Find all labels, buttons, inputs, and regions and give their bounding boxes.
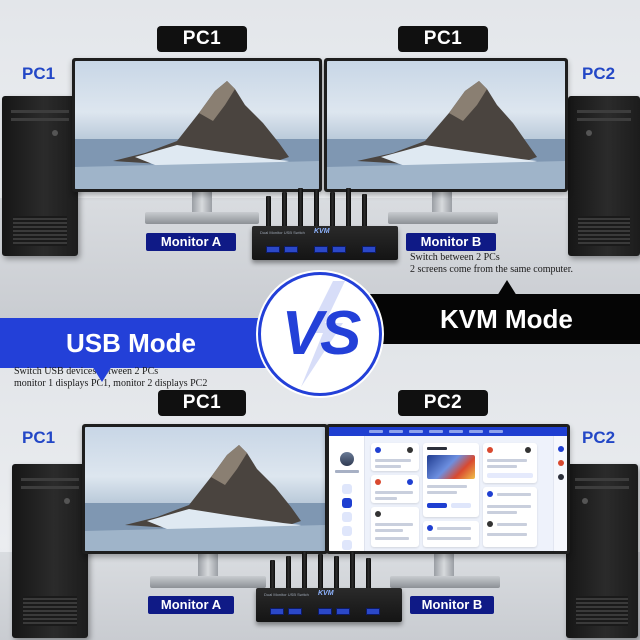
kvm-switch: KVM Dual Monitor USB Switch: [256, 588, 402, 622]
monitor-a-source-tag: PC1: [157, 26, 247, 52]
kvm-mode-scene: PC1 PC2 PC1 PC1: [0, 0, 640, 320]
monitor-a-base: [145, 212, 259, 224]
vs-text: VS: [281, 299, 362, 368]
monitor-a-source-tag: PC1: [158, 390, 246, 416]
monitor-b-base: [388, 212, 498, 224]
sidebar-icon-active: [342, 498, 352, 508]
dashboard-screen: [329, 427, 567, 551]
usb-mode-scene: PC1 PC2 PC1 PC2: [0, 320, 640, 640]
kvm-mode-banner: KVM Mode: [338, 294, 640, 344]
monitor-b-stand: [434, 552, 454, 580]
pc1-side-label: PC1: [22, 428, 56, 447]
monitor-b-base: [390, 576, 500, 588]
iceberg-wallpaper: [327, 81, 565, 189]
usb-mode-caption-line1: Switch USB devices between 2 PCs: [14, 366, 159, 377]
dashboard-rightbar: [553, 436, 567, 551]
monitor-b-label: Monitor B: [406, 233, 496, 251]
pc1-side-label: PC1: [22, 64, 56, 83]
monitor-a-label: Monitor A: [148, 596, 234, 614]
usb-mode-title: USB Mode: [66, 328, 196, 358]
monitor-a-label: Monitor A: [146, 233, 236, 251]
iceberg-wallpaper: [75, 81, 319, 189]
kvm-mode-caption-line1: Switch between 2 PCs: [410, 252, 500, 263]
sidebar-icon: [342, 540, 352, 550]
usb-mode-caption-line2: monitor 1 displays PC1, monitor 2 displa…: [14, 378, 208, 389]
kvm-switch: KVM Dual Monitor USB Switch: [252, 226, 398, 260]
monitor-b: [326, 424, 570, 554]
monitor-a-screen: [75, 61, 319, 189]
usb-mode-banner: USB Mode: [0, 318, 302, 368]
sidebar-icon: [342, 526, 352, 536]
pc1-tower: [12, 464, 88, 638]
iceberg-wallpaper: [85, 445, 325, 551]
monitor-a-stand: [192, 190, 212, 214]
monitor-b-source-tag: PC2: [398, 390, 488, 416]
monitor-b-source-tag: PC1: [398, 26, 488, 52]
kvm-mode-title: KVM Mode: [440, 304, 573, 334]
lightning-bolt-icon: [301, 281, 345, 387]
monitor-a-base: [150, 576, 266, 588]
monitor-b-label: Monitor B: [410, 596, 494, 614]
monitor-b: [324, 58, 568, 192]
sidebar-icon: [342, 512, 352, 522]
monitor-a: [72, 58, 322, 192]
pc2-tower: [566, 464, 638, 638]
sidebar-icon: [342, 484, 352, 494]
pc2-tower: [568, 96, 640, 256]
pc2-side-label: PC2: [582, 428, 616, 447]
match-photo: [427, 455, 475, 479]
usb-pointer-icon: [92, 366, 112, 382]
monitor-a: [82, 424, 328, 554]
kvm-pointer-icon: [497, 280, 517, 296]
dashboard-topbar: [329, 427, 567, 436]
dashboard-sidebar: [329, 436, 365, 551]
kvm-mode-caption-line2: 2 screens come from the same computer.: [410, 264, 573, 275]
vs-badge: VS: [258, 272, 382, 396]
pc1-tower: [2, 96, 78, 256]
monitor-b-stand: [432, 190, 452, 214]
monitor-a-screen: [85, 427, 325, 551]
pc2-side-label: PC2: [582, 64, 616, 83]
monitor-a-stand: [198, 552, 218, 580]
monitor-b-screen: [327, 61, 565, 189]
avatar: [340, 452, 354, 466]
